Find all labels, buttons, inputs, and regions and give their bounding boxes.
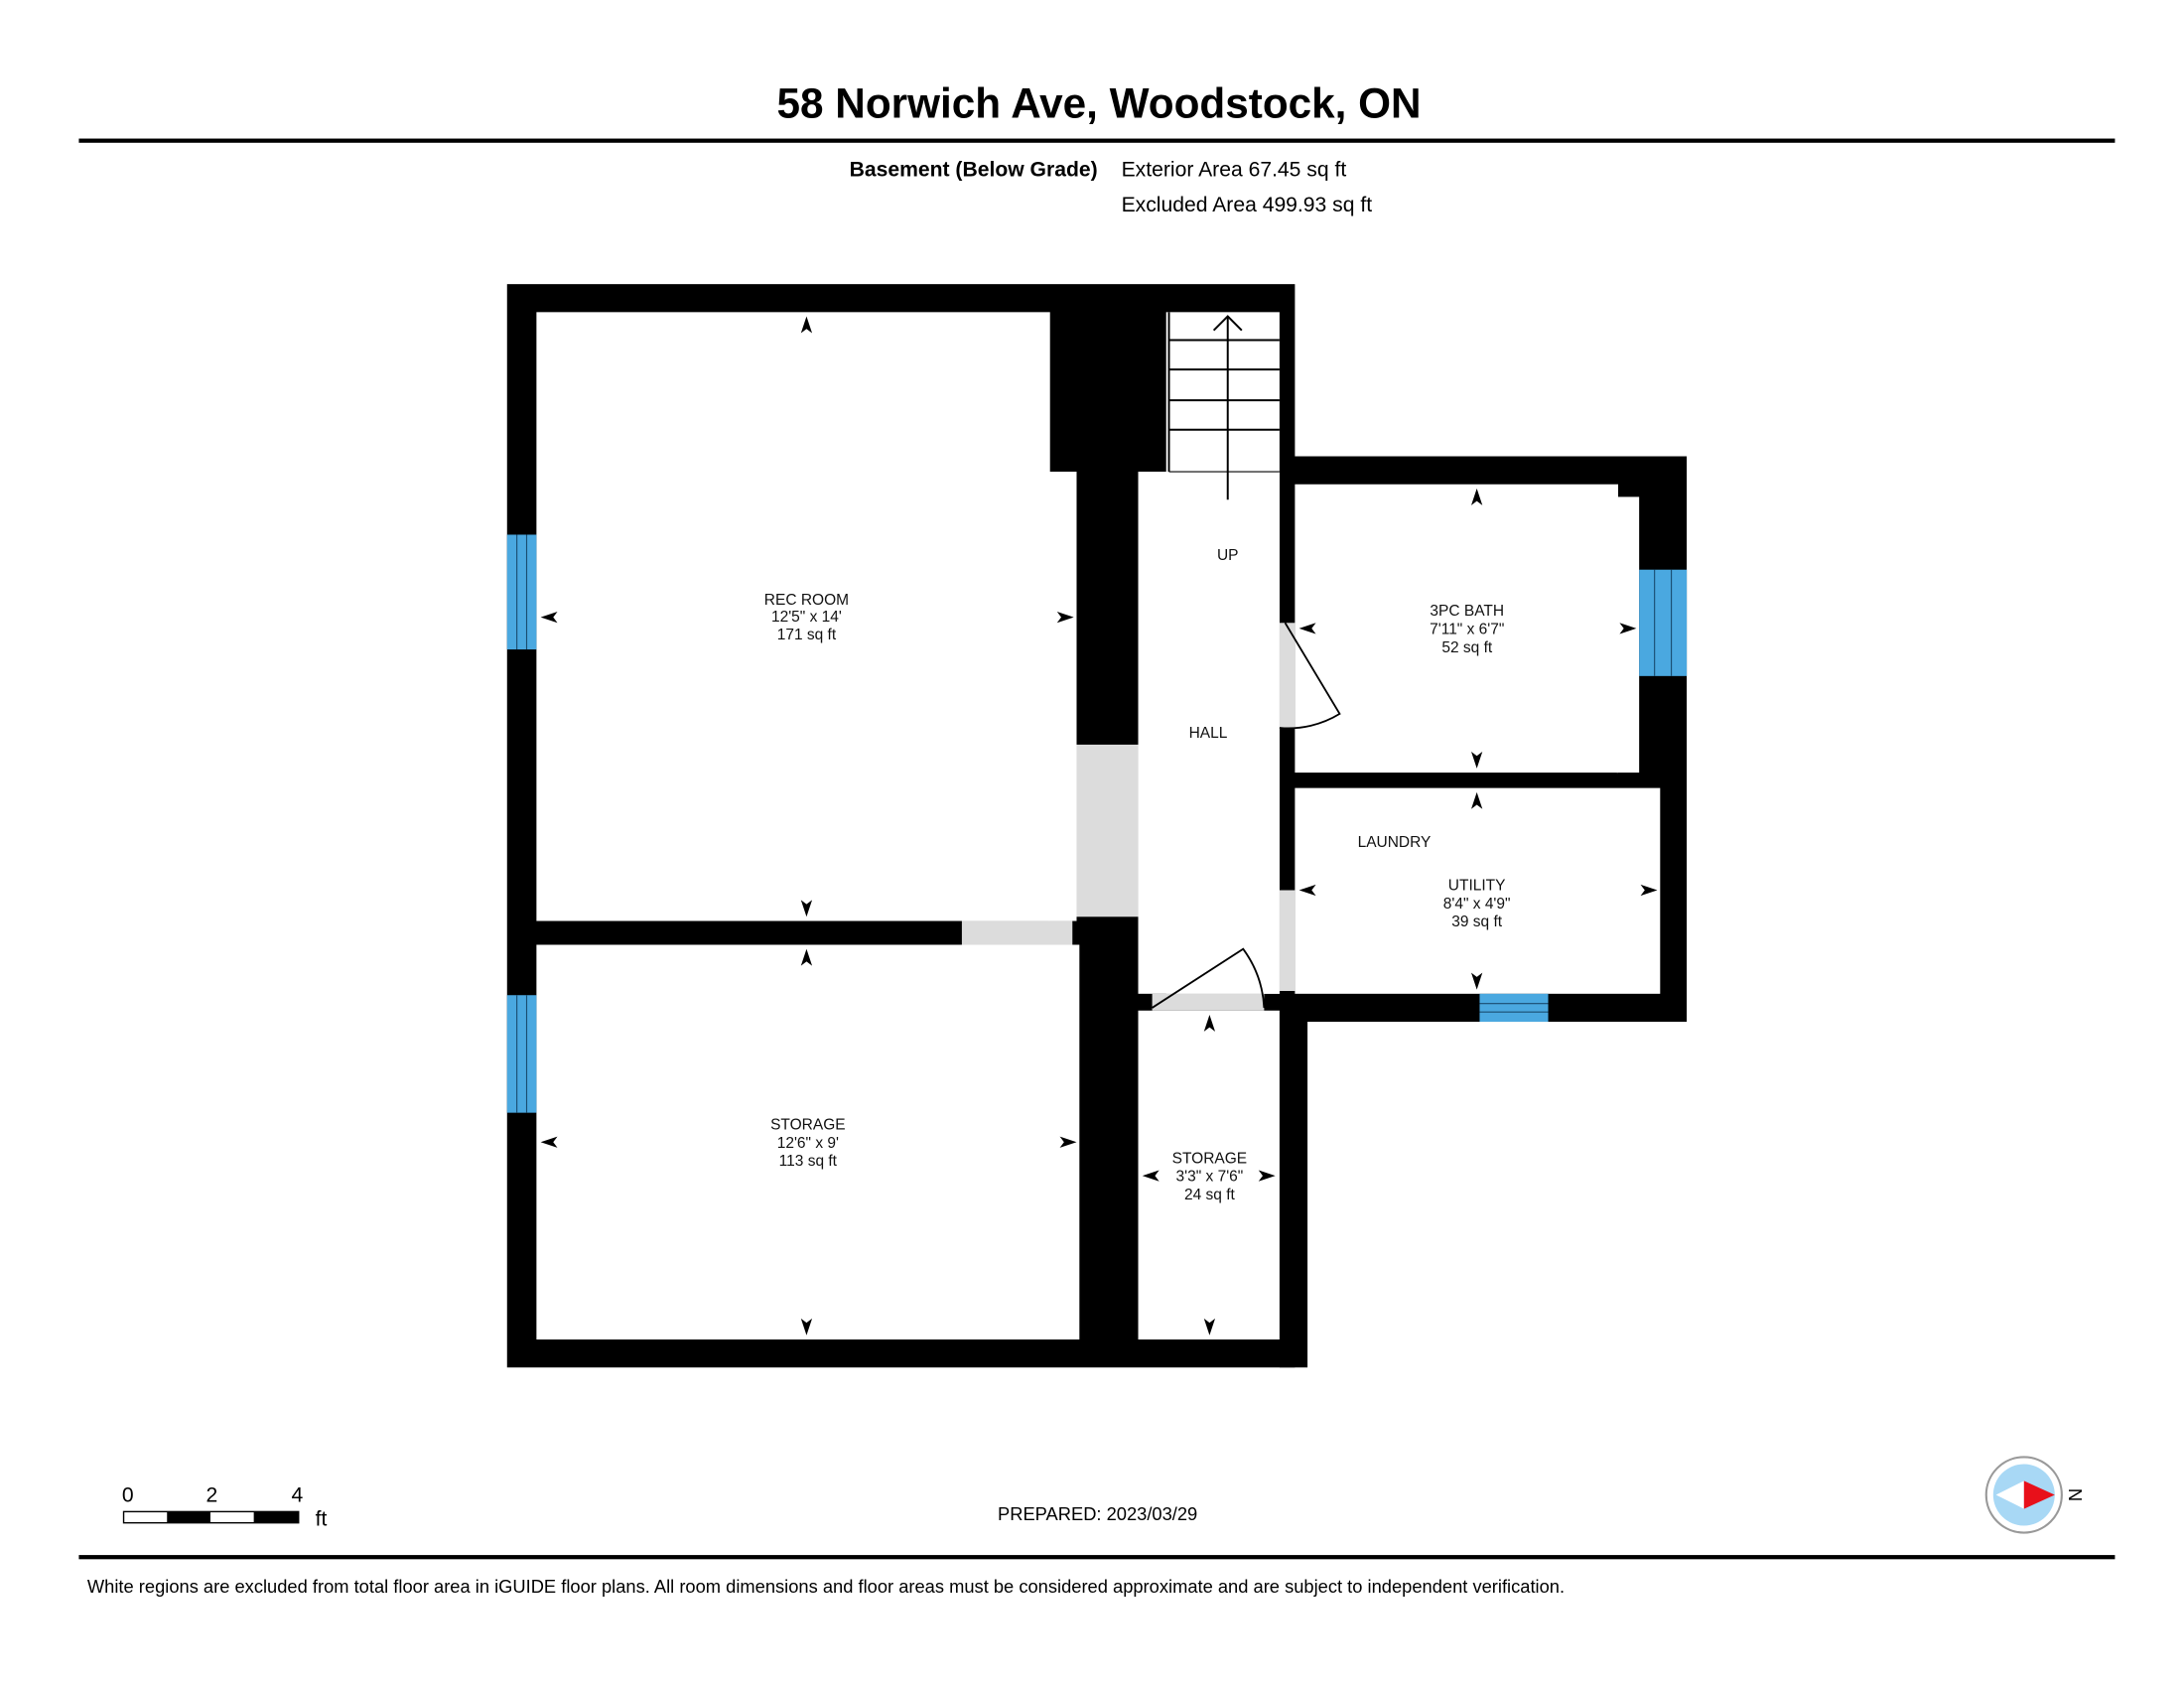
hall	[1138, 472, 1280, 994]
laundry-name: LAUNDRY	[1358, 834, 1432, 851]
rec-room-extension	[1048, 472, 1077, 921]
scale-tick-0: 0	[122, 1484, 134, 1507]
bath-area: 52 sq ft	[1441, 639, 1493, 656]
stairs	[1167, 312, 1280, 500]
storage-small	[1138, 1010, 1280, 1340]
storage-large-name: STORAGE	[770, 1117, 846, 1134]
storage-small-area: 24 sq ft	[1184, 1187, 1236, 1203]
floor-label: Basement (Below Grade)	[850, 159, 1098, 182]
dimension-arrows	[540, 316, 1658, 1336]
exterior-area: Exterior Area 67.45 sq ft	[1122, 159, 1347, 182]
rec-room-name: REC ROOM	[764, 592, 849, 609]
opening-utility	[1279, 890, 1296, 992]
window-utility	[1479, 993, 1549, 1023]
door-swing-storage	[1152, 947, 1266, 1009]
scale-tick-4: 4	[291, 1484, 303, 1507]
utility-name: UTILITY	[1448, 878, 1506, 895]
utility-dims: 8'4" x 4'9"	[1443, 896, 1511, 913]
storage-large	[536, 944, 1080, 1340]
window-storage	[506, 995, 537, 1113]
storage-small-dims: 3'3" x 7'6"	[1176, 1169, 1244, 1186]
prepared-date: PREPARED: 2023/03/29	[998, 1503, 1197, 1524]
door-storage	[1152, 993, 1265, 1011]
window-rec-room	[506, 534, 537, 650]
wall-mass-storage	[1279, 993, 1308, 1368]
header-divider	[78, 138, 2116, 143]
storage-large-area: 113 sq ft	[779, 1153, 838, 1170]
scale-unit: ft	[316, 1507, 328, 1530]
window-bath	[1639, 569, 1688, 676]
bath-dims: 7'11" x 6'7"	[1430, 622, 1504, 638]
rec-room	[536, 312, 1050, 921]
bath	[1295, 484, 1619, 774]
storage-small-name: STORAGE	[1172, 1150, 1248, 1167]
opening-rec-storage	[961, 920, 1073, 945]
rec-room-area: 171 sq ft	[777, 627, 837, 643]
opening-rec-hall	[1076, 744, 1139, 917]
bath-extension	[1616, 496, 1640, 774]
door-bath	[1279, 623, 1296, 729]
scale-tick-2: 2	[205, 1484, 217, 1507]
disclaimer: White regions are excluded from total fl…	[87, 1576, 1565, 1597]
utility	[1295, 787, 1661, 994]
bath-name: 3PC BATH	[1430, 603, 1504, 620]
page-title: 58 Norwich Ave, Woodstock, ON	[777, 79, 1422, 126]
stairs-label: UP	[1217, 547, 1239, 564]
excluded-area: Excluded Area 499.93 sq ft	[1122, 194, 1373, 216]
compass-north-label: N	[2065, 1488, 2086, 1501]
storage-large-dims: 12'6" x 9'	[777, 1135, 839, 1152]
floor-plan: REC ROOM 12'5" x 14' 171 sq ft UP HALL 3…	[506, 284, 1688, 1368]
scale-bar: 0 2 4 ft	[122, 1484, 328, 1531]
compass-icon: N	[1984, 1456, 2086, 1534]
door-swing-bath	[1279, 622, 1341, 730]
utility-area: 39 sq ft	[1451, 914, 1503, 930]
hall-name: HALL	[1189, 725, 1228, 742]
rec-room-dims: 12'5" x 14'	[771, 609, 842, 626]
footer-divider	[78, 1555, 2116, 1560]
